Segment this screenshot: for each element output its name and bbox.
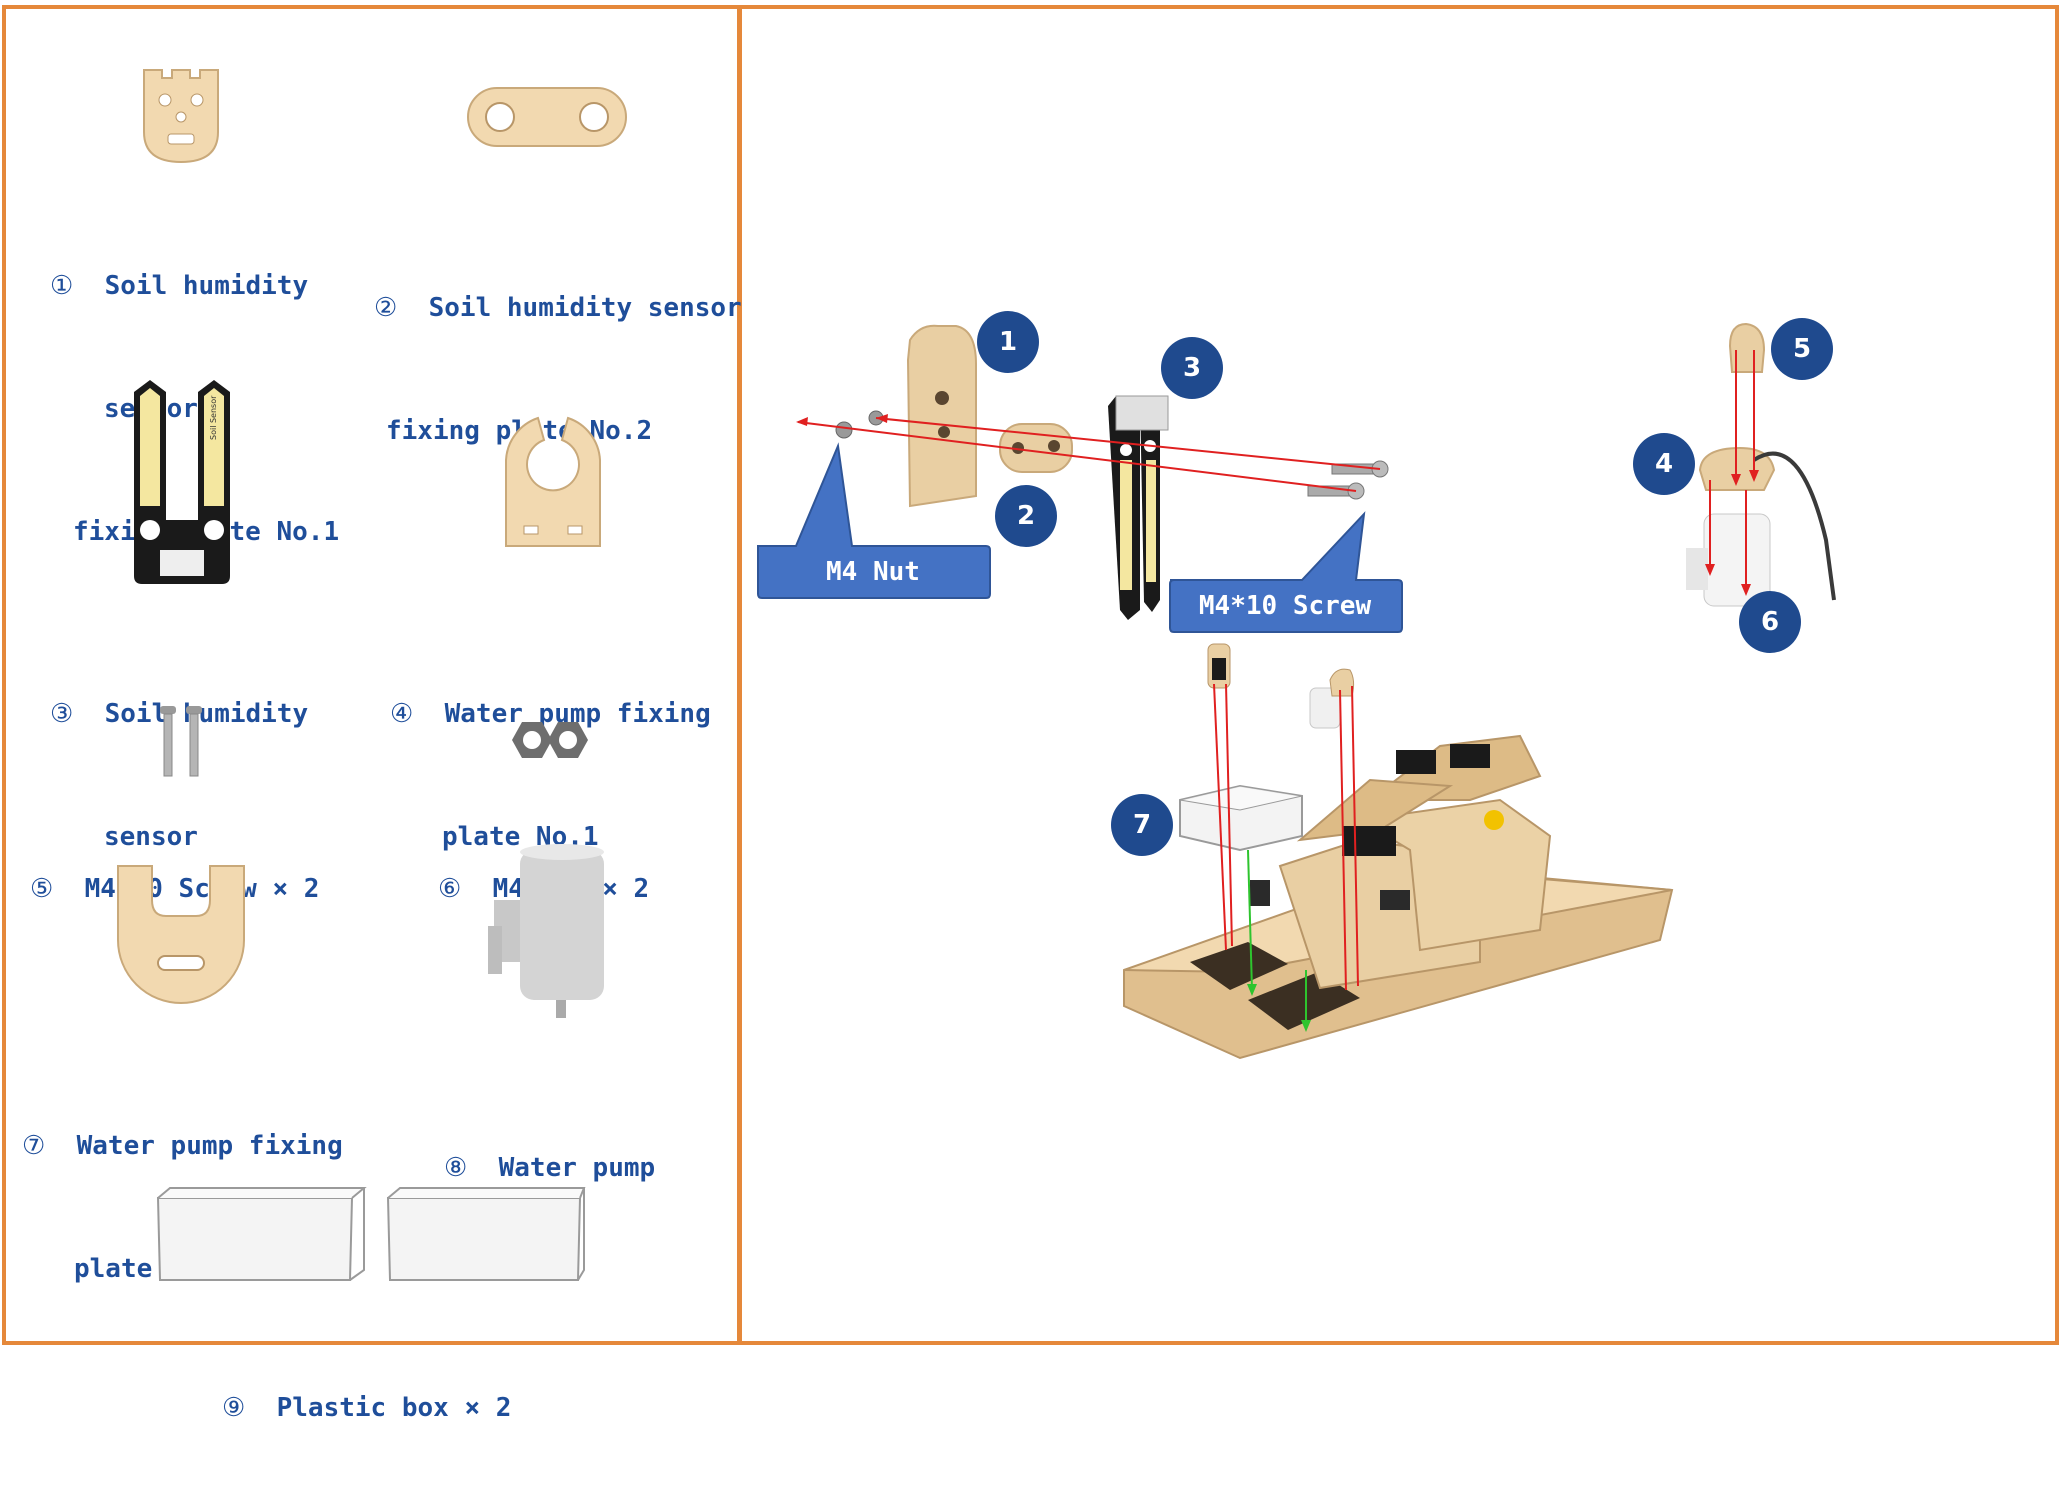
part-8-label: ⑧ Water pump xyxy=(444,1153,656,1183)
step-badge-7: 7 xyxy=(1111,794,1173,856)
house-base-view xyxy=(1123,643,1674,1060)
nut-callout-label: M4 Nut xyxy=(826,557,920,587)
plastic-boxes-image xyxy=(156,1187,586,1281)
pump-plate-1-image xyxy=(505,416,601,547)
sensor-plate-1-image xyxy=(143,69,219,164)
screw-callout-label: M4*10 Screw xyxy=(1198,591,1372,621)
sensor-plate-2-image xyxy=(467,87,627,147)
pump-exploded-view xyxy=(1686,322,1836,607)
nut-callout-shape xyxy=(757,442,991,599)
screw-callout-shape xyxy=(1169,511,1403,633)
screws-image xyxy=(160,706,202,777)
instruction-page: ① Soil humidity sensor fixing plate No.1… xyxy=(2,5,2059,1423)
sensor-print: Soil Sensor xyxy=(209,395,218,440)
water-pump-image xyxy=(488,844,604,1018)
step-badge-5: 5 xyxy=(1771,318,1833,380)
part-7-label: ⑦ Water pump fixing plate No.2 xyxy=(22,1131,343,1284)
step-badge-6: 6 xyxy=(1739,591,1801,653)
part-3-label: ③ Soil humidity sensor xyxy=(50,699,309,852)
pump-plate-2-image xyxy=(117,865,245,1004)
step-badge-2: 2 xyxy=(995,485,1057,547)
step-badge-1: 1 xyxy=(977,311,1039,373)
step-badge-4: 4 xyxy=(1633,433,1695,495)
sensor-exploded-view xyxy=(796,324,1389,620)
part-9-label: ⑨ Plastic box × 2 xyxy=(222,1393,512,1423)
step-badge-3: 3 xyxy=(1161,337,1223,399)
nuts-image xyxy=(512,722,588,758)
soil-sensor-image: Soil Sensor xyxy=(134,380,230,584)
